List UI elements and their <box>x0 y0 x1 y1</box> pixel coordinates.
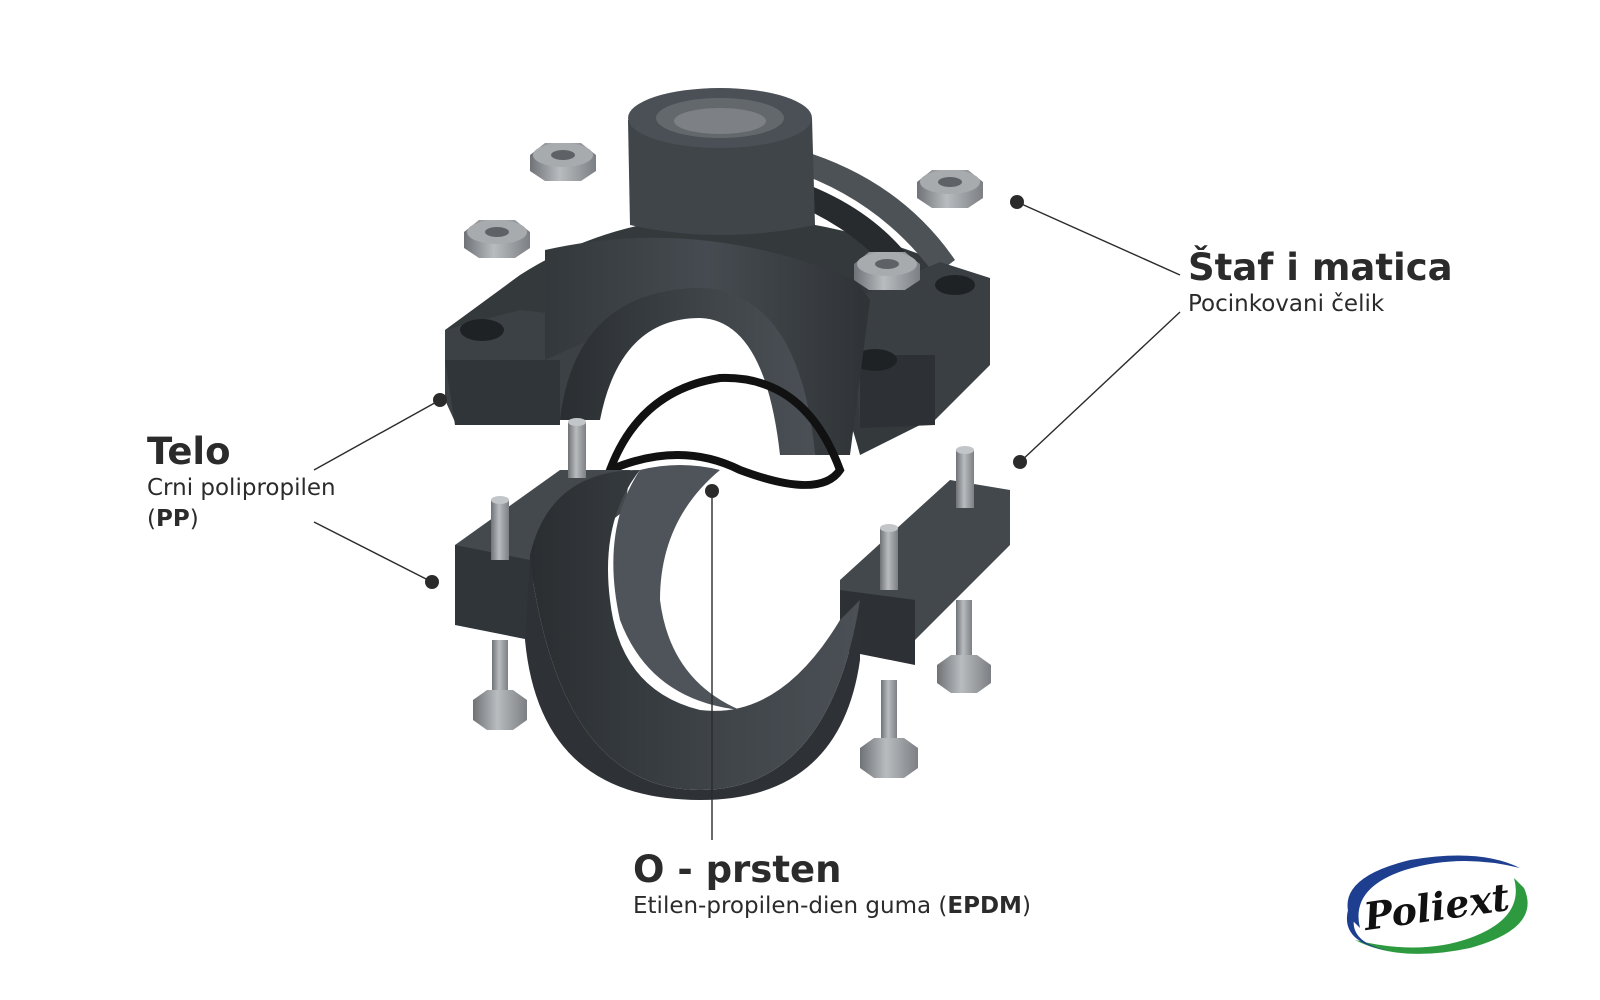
leader-dot <box>433 393 447 407</box>
upper-left-flange-front <box>445 360 560 425</box>
poliext-logo: Poliext <box>1346 855 1528 954</box>
leader-stud-nut-top <box>1016 201 1181 276</box>
stud <box>860 524 918 778</box>
leader-lines <box>313 195 1181 840</box>
leader-stud-nut-bottom <box>1019 311 1181 463</box>
o-ring-subtitle-bold: EPDM <box>947 892 1022 919</box>
upper-right-hole <box>853 349 897 371</box>
lower-saddle <box>455 465 1010 800</box>
nut <box>530 143 596 181</box>
stud-nut-title: Štaf i matica <box>1188 246 1453 289</box>
o-ring-label: O - prsten Etilen-propilen-dien guma (EP… <box>633 848 1031 922</box>
body-subtitle-line2: (PP) <box>147 504 336 535</box>
o-ring-title: O - prsten <box>633 848 842 891</box>
leader-body-top <box>313 399 441 471</box>
nut <box>917 170 983 208</box>
upper-left-hole <box>460 319 504 341</box>
body-subtitle-open: ( <box>147 505 156 532</box>
outlet-boss <box>628 118 815 235</box>
upper-rib <box>790 150 955 275</box>
logo-ring-blue <box>1347 855 1520 928</box>
outlet-bore <box>674 108 766 134</box>
upper-right-flange-front <box>860 355 935 428</box>
upper-nuts <box>464 143 983 290</box>
o-ring <box>602 373 845 489</box>
leader-dot <box>1013 455 1027 469</box>
lower-left-flange-front <box>455 545 530 640</box>
lower-inner-bore <box>530 470 860 790</box>
upper-right-hole <box>935 275 975 295</box>
leader-dot <box>705 484 719 498</box>
body-label: Telo Crni polipropilen (PP) <box>147 430 336 535</box>
nut <box>854 252 920 290</box>
stud <box>568 418 586 478</box>
logo-ring-green <box>1355 878 1528 954</box>
upper-saddle <box>445 88 990 455</box>
lower-inner-highlight <box>613 465 740 710</box>
body-subtitle-close: ) <box>189 505 199 532</box>
body-title: Telo <box>147 430 231 473</box>
body-subtitle-line1: Crni polipropilen <box>147 474 336 501</box>
upper-bore <box>560 288 815 455</box>
stud-nut-subtitle: Pocinkovani čelik <box>1188 290 1385 317</box>
nut <box>464 220 530 258</box>
o-ring-subtitle-prefix: Etilen-propilen-dien guma ( <box>633 892 948 919</box>
leader-dot <box>425 575 439 589</box>
o-ring-subtitle-suffix: ) <box>1021 892 1031 919</box>
o-ring-subtitle: Etilen-propilen-dien guma (EPDM) <box>633 891 1031 922</box>
upper-arch-front <box>545 237 870 455</box>
lower-studs <box>473 418 991 778</box>
stud-nut-label: Štaf i matica Pocinkovani čelik <box>1188 246 1453 320</box>
leader-dot <box>1010 195 1024 209</box>
leader-body-bottom <box>313 521 433 583</box>
body-subtitle-bold: PP <box>155 505 190 532</box>
stud <box>937 446 991 693</box>
stud <box>473 496 527 730</box>
